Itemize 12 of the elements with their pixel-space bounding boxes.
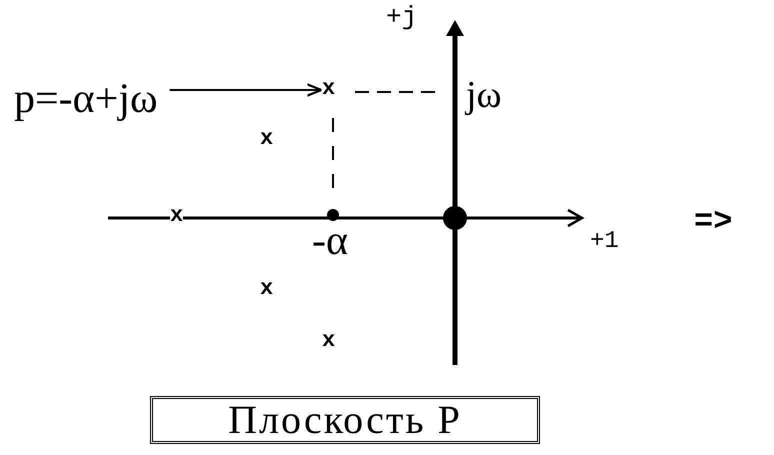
axis-value-label: -α (312, 220, 348, 262)
arrow (170, 83, 323, 97)
axis-label: +1 (590, 230, 619, 254)
plane-label-box: Плоскость Р (150, 396, 540, 444)
pole-mark: x (322, 78, 336, 100)
axis-value-label: jω (466, 76, 502, 114)
pole-mark: x (322, 330, 336, 352)
implies-sign: => (694, 206, 732, 238)
pole-mark: x (260, 128, 274, 150)
formula-text: p=-α+jω (14, 78, 158, 120)
axis-label: +j (386, 4, 418, 30)
pole-mark: x (260, 278, 274, 300)
